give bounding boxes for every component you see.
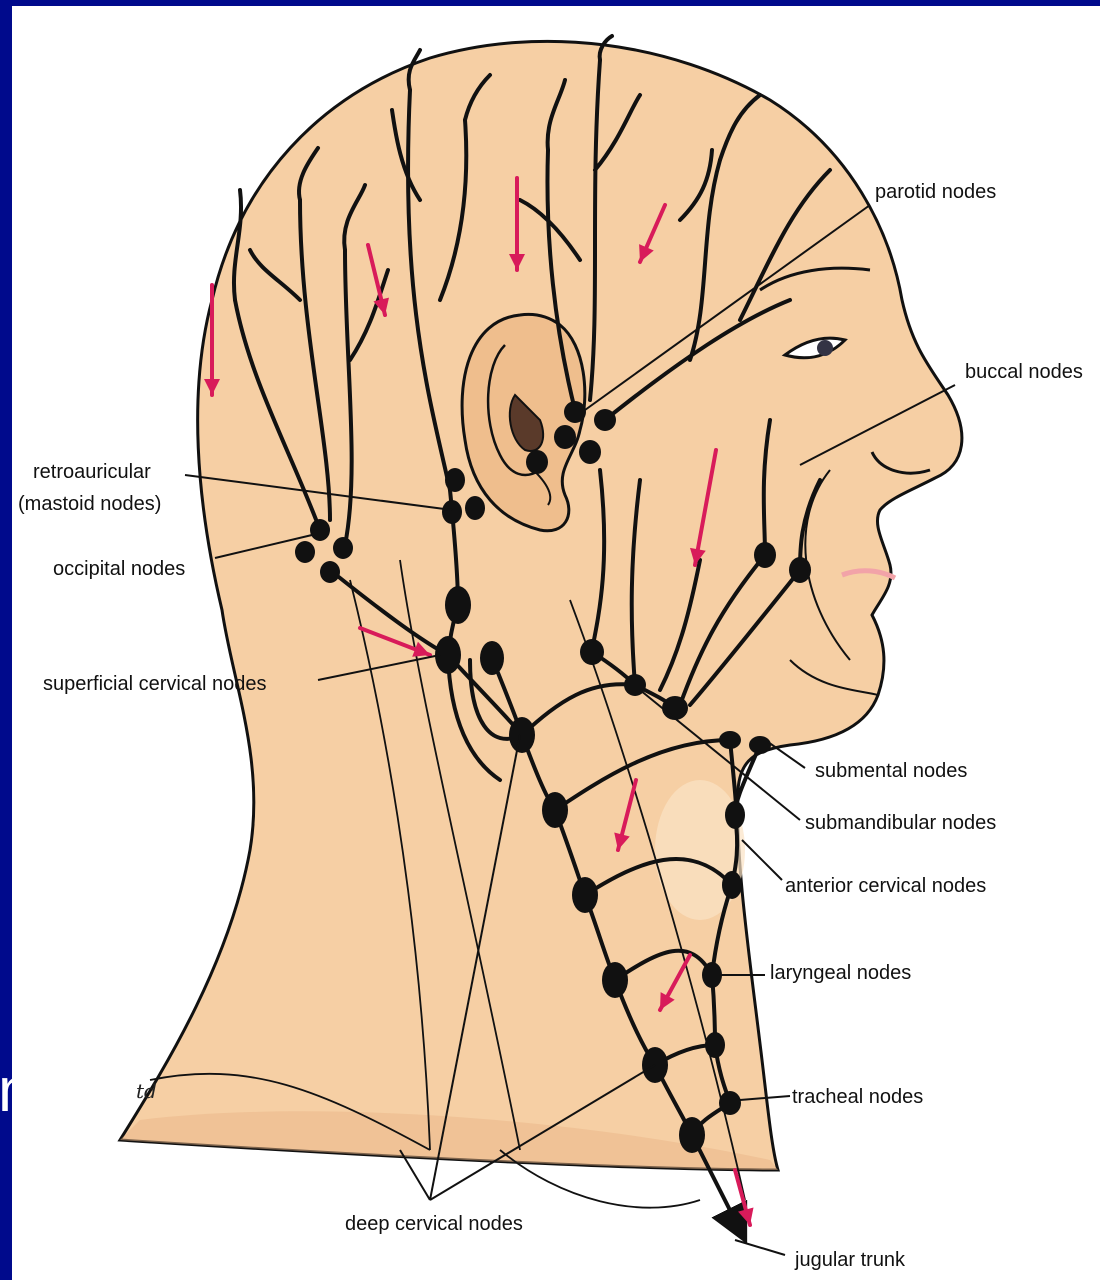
retroauricular-node — [442, 500, 462, 524]
deep-cervical-node — [602, 962, 628, 998]
submental-node — [749, 736, 771, 754]
superficial-cervical-node — [445, 586, 471, 624]
label-retroauricular-nodes-sub: (mastoid nodes) — [18, 493, 161, 515]
label-buccal-nodes: buccal nodes — [965, 361, 1083, 383]
label-jugular-trunk: jugular trunk — [794, 1249, 906, 1271]
anterior-cervical-node — [725, 801, 745, 829]
parotid-node — [526, 450, 548, 474]
deep-cervical-node — [509, 717, 535, 753]
retroauricular-node — [465, 496, 485, 520]
head-silhouette — [120, 41, 962, 1170]
laryngeal-node — [702, 962, 722, 988]
occipital-node — [320, 561, 340, 583]
label-deep-cervical-nodes: deep cervical nodes — [345, 1213, 523, 1235]
label-parotid-nodes: parotid nodes — [875, 181, 996, 203]
label-tracheal-nodes: tracheal nodes — [792, 1086, 923, 1108]
parotid-node — [594, 409, 616, 431]
label-submandibular-nodes: submandibular nodes — [805, 812, 996, 834]
deep-cervical-node — [542, 792, 568, 828]
deep-cervical-node — [679, 1117, 705, 1153]
tracheal-node — [719, 1091, 741, 1115]
label-anterior-cervical-nodes: anterior cervical nodes — [785, 875, 986, 897]
anterior-cervical-node — [722, 871, 742, 899]
buccal-node — [754, 542, 776, 568]
parotid-node — [554, 425, 576, 449]
parotid-node — [579, 440, 601, 464]
laryngeal-node — [705, 1032, 725, 1058]
parotid-node — [564, 401, 586, 423]
label-retroauricular-nodes: retroauricular — [33, 461, 151, 483]
occipital-node — [295, 541, 315, 563]
submandibular-node — [662, 696, 688, 720]
superficial-cervical-node — [480, 641, 504, 675]
label-superficial-cervical-nodes: superficial cervical nodes — [43, 673, 266, 695]
occipital-node — [310, 519, 330, 541]
cheek-highlight — [655, 780, 745, 920]
submental-node — [719, 731, 741, 749]
occipital-node — [333, 537, 353, 559]
label-submental-nodes: submental nodes — [815, 760, 967, 782]
deep-cervical-node — [572, 877, 598, 913]
submandibular-node — [580, 639, 604, 665]
retroauricular-node — [445, 468, 465, 492]
label-occipital-nodes: occipital nodes — [53, 558, 185, 580]
buccal-node — [789, 557, 811, 583]
artist-signature: td — [136, 1079, 157, 1103]
label-laryngeal-nodes: laryngeal nodes — [770, 962, 911, 984]
